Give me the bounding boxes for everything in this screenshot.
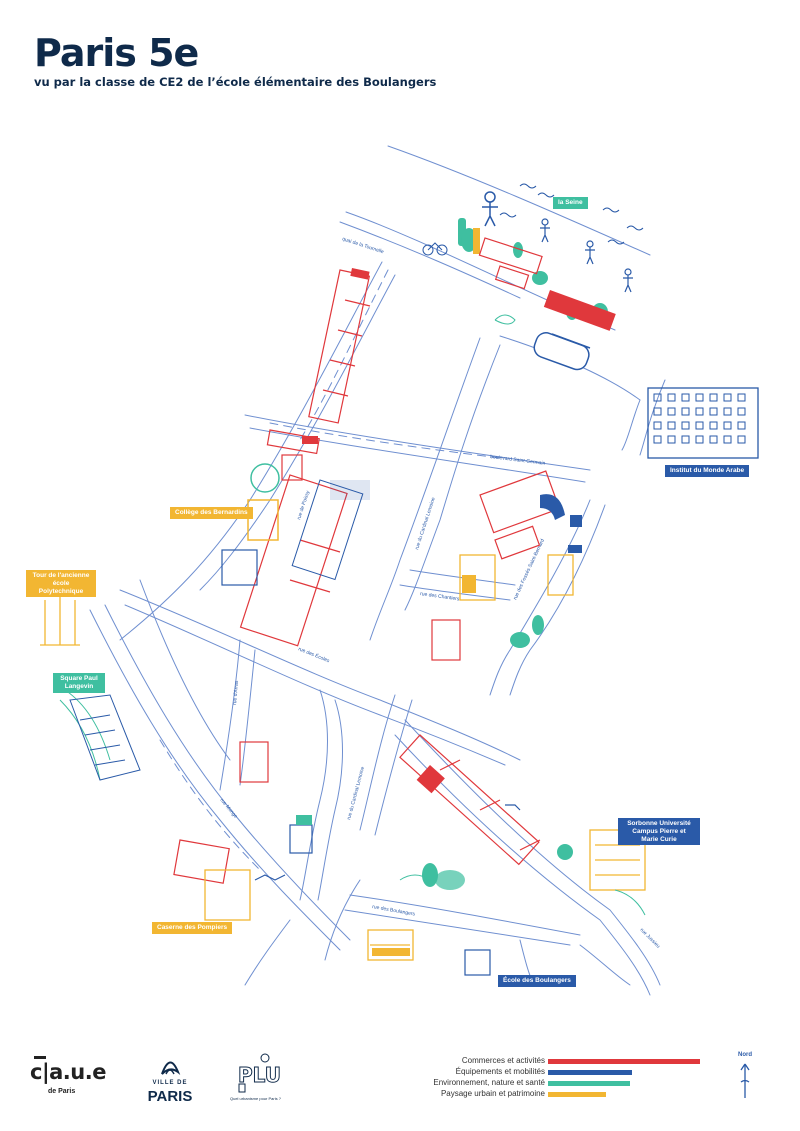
legend-label: Commerces et activités	[461, 1056, 545, 1065]
label-sorbonne: Sorbonne Université Campus Pierre et Mar…	[618, 818, 700, 846]
rue-cardinal-top-1	[369, 337, 481, 641]
rue-jussieu-1	[404, 719, 661, 986]
seine-waves	[499, 183, 644, 245]
street-mid-2	[317, 699, 343, 901]
label-ecole: École des Boulangers	[498, 975, 576, 987]
rue-monge-dash	[159, 739, 261, 871]
ville-de-paris-emblem-icon	[161, 1061, 181, 1075]
commerce-drawings-north	[266, 269, 371, 481]
rue-cardinal-bottom-2	[374, 699, 413, 836]
ville-de-label: VILLE DE	[152, 1080, 188, 1086]
shops-quai	[478, 237, 543, 290]
partner-logos: c|a.u.e de Paris VILLE DE PARIS PLU Quel…	[30, 1050, 290, 1110]
legend-label: Paysage urbain et patrimoine	[440, 1089, 545, 1098]
street-label-cardinal-top: rue du Cardinal Lemoine	[414, 496, 437, 550]
label-pompiers: Caserne des Pompiers	[152, 922, 233, 934]
street-label-cardinal-bottom: rue du Cardinal Lemoine	[346, 766, 366, 821]
ville-de-paris-logo: VILLE DE PARIS	[140, 1050, 200, 1110]
street-ima-1	[621, 399, 641, 451]
label-seine: la Seine	[553, 197, 588, 209]
paris-label: PARIS	[147, 1088, 193, 1105]
street-label-poissy: rue de Poissy	[296, 489, 311, 520]
street-long-left-2	[199, 274, 396, 591]
legend-bar	[548, 1059, 700, 1064]
commerce-drawings-center	[173, 470, 561, 884]
north-arrow: Nord	[733, 1052, 757, 1100]
plu-logo-icon: PLU	[238, 1053, 281, 1093]
rue-arras-2	[239, 649, 256, 786]
legend-label: Environnement, nature et santé	[433, 1078, 545, 1087]
bus-icon	[533, 332, 591, 371]
rue-ecoles-1	[119, 589, 521, 761]
street-mid-1	[299, 689, 328, 901]
legend-bar	[548, 1081, 631, 1086]
rue-monge-2	[104, 604, 351, 941]
rue-monge-1	[89, 609, 341, 951]
street-lines	[89, 145, 666, 996]
rue-cardinal-top-2	[404, 344, 501, 611]
legend-row-environnement: Environnement, nature et santé	[400, 1078, 710, 1089]
street-label-monge: rue Monge	[218, 797, 238, 819]
street-label-arras: rue d'Arras	[232, 680, 240, 705]
square-drawing	[69, 694, 141, 781]
street-bottom-2	[324, 879, 361, 961]
quai-drawings	[422, 191, 633, 371]
commerce-drawings-jussieu	[399, 734, 541, 866]
caue-logo: c|a.u.e	[30, 1060, 106, 1084]
street-label-jussieu: rue Jussieu	[639, 927, 661, 949]
label-polytechnique: Tour de l'ancienne école Polytechnique	[26, 570, 96, 598]
rue-cardinal-bottom-1	[359, 694, 396, 831]
rue-ecoles-2	[124, 604, 506, 766]
quai-south-edge	[339, 221, 521, 299]
street-label-ecoles: rue des Écoles	[297, 645, 331, 664]
person-icon	[482, 191, 498, 227]
rue-fosses-2	[509, 504, 606, 696]
plu-logo-sub: Quel urbanisme pour Paris ?	[230, 1096, 281, 1101]
ima-building	[647, 387, 759, 459]
label-square: Square Paul Langevin	[53, 673, 105, 693]
street-dash-left	[299, 269, 389, 441]
svg-text:PLU: PLU	[238, 1063, 281, 1087]
legend-bar	[548, 1092, 606, 1097]
page-subtitle: vu par la classe de CE2 de l’école éléme…	[34, 75, 437, 89]
rue-fosses-1	[489, 499, 591, 696]
street-long-left-1	[119, 261, 383, 641]
street-label-quai: quai de la Tournelle	[341, 236, 384, 255]
rue-chantiers-2	[399, 584, 511, 601]
label-bernardins: Collège des Bernardins	[170, 507, 253, 519]
rue-jussieu-2	[394, 734, 651, 996]
bd-st-germain-north	[244, 414, 591, 471]
north-arrow-icon	[740, 1063, 750, 1098]
seine-bank-north	[387, 145, 651, 256]
page-title: Paris 5e	[34, 31, 199, 75]
nature-drawings	[422, 615, 573, 890]
rue-arras-1	[219, 639, 241, 791]
north-label: Nord	[738, 1052, 752, 1058]
heritage-drawings	[40, 554, 646, 961]
street-label-fosses: rue des Fossés Saint-Bernard	[512, 538, 546, 601]
legend-label: Équipements et mobilités	[455, 1067, 545, 1076]
bicycle-icon	[422, 242, 448, 256]
street-ima-2	[639, 379, 666, 456]
rue-boulangers-1	[349, 894, 581, 936]
caue-logo-sub: de Paris	[48, 1088, 76, 1095]
legend-bar	[548, 1070, 632, 1075]
street-label-chantiers: rue des Chantiers	[420, 591, 460, 603]
street-bottom-4	[579, 944, 631, 986]
bernardins-drawing	[221, 463, 280, 586]
legend: Commerces et activités Équipements et mo…	[400, 1056, 710, 1100]
label-ima: Institut du Monde Arabe	[665, 465, 750, 477]
legend-row-equipement: Équipements et mobilités	[400, 1067, 710, 1078]
street-low-left	[139, 579, 231, 761]
caue-logo-bar	[34, 1056, 46, 1059]
street-bottom-1	[244, 919, 291, 986]
legend-row-paysage: Paysage urbain et patrimoine	[400, 1089, 710, 1100]
street-label-bd: boulevard Saint-Germain	[490, 454, 546, 467]
legend-row-commerce: Commerces et activités	[400, 1056, 710, 1067]
bd-center-dash	[269, 422, 501, 459]
rue-boulangers-2	[344, 909, 571, 946]
